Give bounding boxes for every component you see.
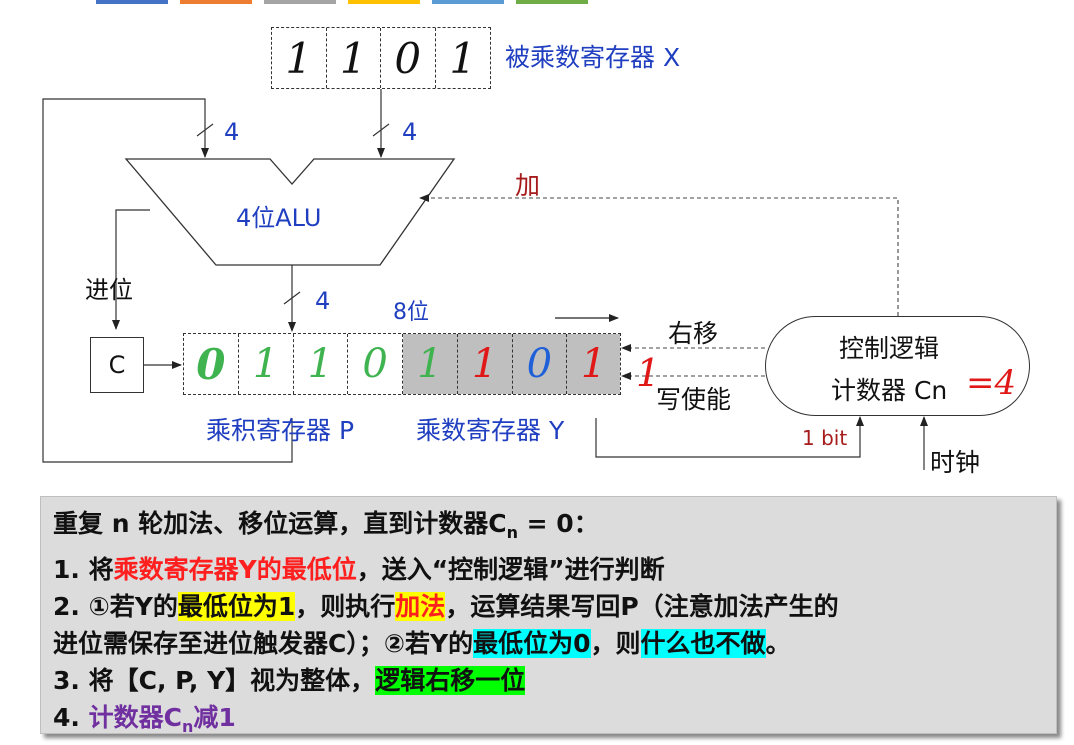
width-mark-out <box>283 291 301 305</box>
tab-5[interactable] <box>432 0 504 4</box>
tab-1[interactable] <box>96 0 168 4</box>
register-p-y: 0 1 1 0 1 1 0 1 <box>183 333 621 395</box>
notes-heading: 重复 n 轮加法、移位运算，直到计数器Cn = 0： <box>53 509 599 542</box>
wire-feedback-loop <box>42 98 293 463</box>
register-y-bit-3: 1 <box>403 334 458 394</box>
width-mark-left <box>196 123 214 137</box>
clock-label: 时钟 <box>930 448 981 477</box>
wire-lsb-to-control <box>595 416 864 458</box>
write-enable-label: 写使能 <box>656 385 732 414</box>
register-p-bit-4: 0 <box>348 334 403 394</box>
lsb-width-label: 1 bit <box>802 426 848 450</box>
carry-flag-c: C <box>90 337 144 393</box>
control-logic-title: 控制逻辑 <box>839 334 940 363</box>
register-y-bit-2: 1 <box>457 334 513 394</box>
register-width-label: 8位 <box>393 300 429 325</box>
register-x-bit-0: 1 <box>449 33 477 83</box>
multiplier-register-label: 乘数寄存器 Y <box>416 416 565 445</box>
register-x-label: 被乘数寄存器 X <box>505 43 681 72</box>
alu-shape <box>124 158 456 266</box>
width-mark-right <box>372 123 390 137</box>
alu-out-width: 4 <box>315 287 331 315</box>
register-x-bit-2: 1 <box>327 28 381 88</box>
wire-carry <box>112 209 150 330</box>
product-register-label: 乘积寄存器 P <box>206 416 355 445</box>
tab-6[interactable] <box>516 0 588 4</box>
register-x-bit-3: 1 <box>272 28 327 88</box>
counter-value: =4 <box>966 363 1017 403</box>
register-y-bit-1: 0 <box>512 334 568 394</box>
notes-step-2: 2. ①若Y的最低位为1，则执行加法，运算结果写回P（注意加法产生的 <box>53 592 839 621</box>
register-p-bit-5: 1 <box>294 334 349 394</box>
notes-step-2-continued: 进位需保存至进位触发器C）；②若Y的最低位为0，则什么也不做。 <box>53 629 791 658</box>
register-x-bit-1: 0 <box>381 28 436 88</box>
tab-2[interactable] <box>180 0 252 4</box>
notes-step-4: 4. 计数器Cn减1 <box>53 703 236 736</box>
carry-label: 进位 <box>85 276 133 304</box>
register-y-bit-0: 1 <box>567 334 620 394</box>
notes-step-3: 3. 将【C, P, Y】视为整体，逻辑右移一位 <box>53 666 526 695</box>
register-x: 1 1 0 1 <box>271 27 491 89</box>
carry-flag-label: C <box>108 351 126 379</box>
explanation-box: 重复 n 轮加法、移位运算，直到计数器Cn = 0： 1. 将乘数寄存器Y的最低… <box>40 496 1057 736</box>
diagram-wires <box>42 89 928 470</box>
write-enable-value: 1 <box>636 351 661 395</box>
notes-step-1: 1. 将乘数寄存器Y的最低位，送入“控制逻辑”进行判断 <box>53 555 665 584</box>
register-p-bit-6: 1 <box>239 334 294 394</box>
tab-3[interactable] <box>264 0 336 4</box>
alu-label: 4位ALU <box>236 204 322 232</box>
register-p-bit-7: 0 <box>184 334 239 394</box>
control-logic-block: 控制逻辑 计数器 Cn =4 <box>765 316 1030 416</box>
tab-4[interactable] <box>348 0 420 4</box>
alu-in-width-left: 4 <box>224 118 240 146</box>
add-signal-label: 加 <box>515 171 541 200</box>
counter-label: 计数器 Cn <box>831 376 948 405</box>
alu-in-width-right: 4 <box>402 118 418 146</box>
shift-signal-label: 右移 <box>668 319 719 348</box>
wire-add-control <box>419 194 899 316</box>
